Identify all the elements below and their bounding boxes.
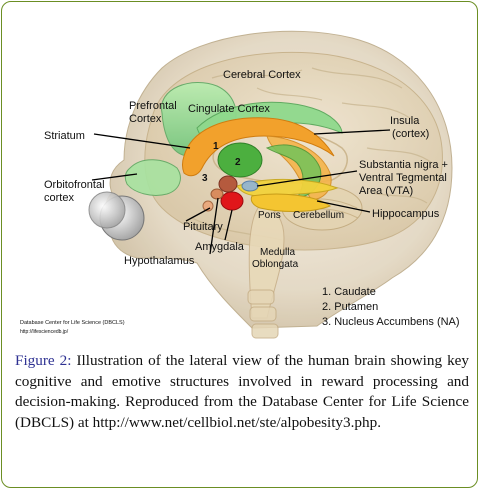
caption-label: Figure 2: xyxy=(15,352,72,369)
legend-putamen: 2. Putamen xyxy=(322,301,378,313)
legend-nucleus-accumbens: 3. Nucleus Accumbens (NA) xyxy=(322,316,460,328)
hippocampus-shape xyxy=(250,193,332,213)
label-pituitary: Pituitary xyxy=(183,221,223,233)
putamen-shape xyxy=(217,142,263,178)
label-cingulate-cortex: Cingulate Cortex xyxy=(188,103,270,115)
label-insula-line2: (cortex) xyxy=(392,128,429,140)
nucleus-accumbens-shape xyxy=(218,175,238,193)
label-prefrontal-line2: Cortex xyxy=(129,113,162,125)
hypothalamus-shape xyxy=(210,188,224,200)
vta-shape xyxy=(236,178,339,197)
spine xyxy=(247,289,279,339)
brain-illustration: Cerebral Cortex Prefrontal Cortex Cingul… xyxy=(20,30,460,339)
label-cerebellum: Cerebellum xyxy=(293,210,344,221)
brain-figure: Cerebral Cortex Prefrontal Cortex Cingul… xyxy=(12,8,473,343)
label-substantia-line3: Area (VTA) xyxy=(359,185,413,197)
eyeball-back xyxy=(88,191,126,229)
label-hypothalamus: Hypothalamus xyxy=(124,255,195,267)
caudate-shape xyxy=(182,117,335,177)
label-prefrontal-line1: Prefrontal xyxy=(129,100,177,112)
label-substantia-line2: Ventral Tegmental xyxy=(359,172,447,184)
label-hippocampus: Hippocampus xyxy=(372,208,440,220)
marker-caudate: 1 xyxy=(213,141,219,152)
marker-putamen: 2 xyxy=(235,157,241,168)
legend-caudate: 1. Caudate xyxy=(322,286,376,298)
leader-lines xyxy=(91,129,391,255)
figure-caption: Figure 2: Illustration of the lateral vi… xyxy=(15,351,469,433)
label-cerebral-cortex: Cerebral Cortex xyxy=(223,69,301,81)
label-medulla-line1: Medulla xyxy=(260,247,295,258)
credit-url: http://lifesciencedb.jp/ xyxy=(20,329,69,335)
label-orbitofrontal-line1: Orbitofrontal xyxy=(44,179,105,191)
caption-text: Illustration of the lateral view of the … xyxy=(15,352,470,431)
label-amygdala: Amygdala xyxy=(195,241,245,253)
label-orbitofrontal-line2: cortex xyxy=(44,192,74,204)
label-pons: Pons xyxy=(258,210,281,221)
thalamus-shape xyxy=(241,180,259,192)
label-striatum: Striatum xyxy=(44,130,85,142)
label-medulla-line2: Oblongata xyxy=(252,259,299,270)
marker-nucleus-accumbens: 3 xyxy=(202,173,208,184)
pituitary-shape xyxy=(202,200,214,212)
amygdala-shape xyxy=(220,191,244,211)
label-insula-line1: Insula xyxy=(390,115,420,127)
credit-dbcls: Database Center for Life Science (DBCLS) xyxy=(20,320,125,326)
label-substantia-line1: Substantia nigra + xyxy=(359,159,448,171)
orbitofrontal-cortex-shape xyxy=(124,159,181,196)
